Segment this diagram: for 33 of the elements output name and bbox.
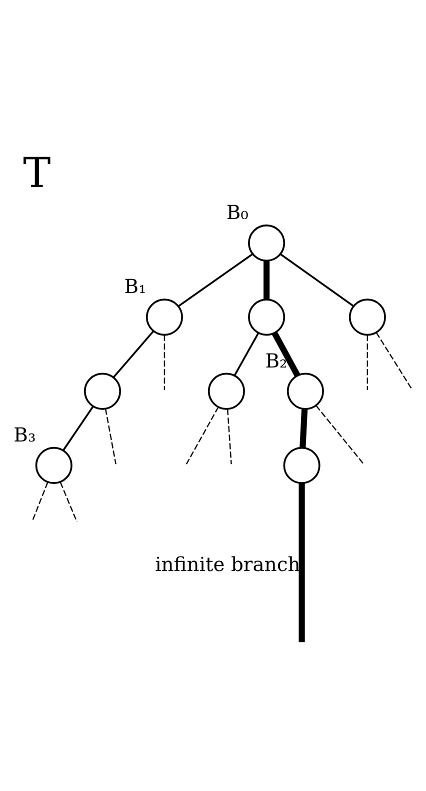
node-circle	[286, 372, 324, 410]
node-circle	[348, 298, 386, 336]
node-circle	[146, 298, 183, 336]
connector	[164, 334, 166, 390]
diagram-title: T	[23, 148, 51, 196]
node-circle	[84, 372, 122, 410]
node-circle	[248, 298, 286, 336]
connector	[272, 331, 300, 376]
connector	[298, 482, 305, 642]
connector	[234, 332, 260, 376]
node-label: B₂	[265, 348, 288, 372]
connector	[226, 408, 232, 464]
node-label: B₃	[14, 423, 36, 446]
node-circle	[35, 446, 72, 484]
connector	[186, 406, 219, 464]
connector	[316, 404, 364, 464]
connector	[280, 252, 354, 306]
connector	[300, 408, 308, 448]
connector	[264, 260, 270, 299]
node-circle	[208, 372, 245, 410]
edge-label: infinite branch	[155, 552, 300, 576]
connector	[31, 482, 48, 522]
connector	[112, 330, 154, 378]
connector	[60, 482, 78, 522]
connector	[104, 408, 116, 464]
connector	[178, 252, 253, 306]
connector	[366, 334, 368, 390]
connector	[376, 332, 413, 390]
node-label: B₁	[124, 274, 146, 298]
connector	[62, 405, 94, 450]
node-circle	[283, 446, 320, 484]
node-label: B₀	[226, 200, 248, 224]
node-circle	[248, 224, 286, 262]
